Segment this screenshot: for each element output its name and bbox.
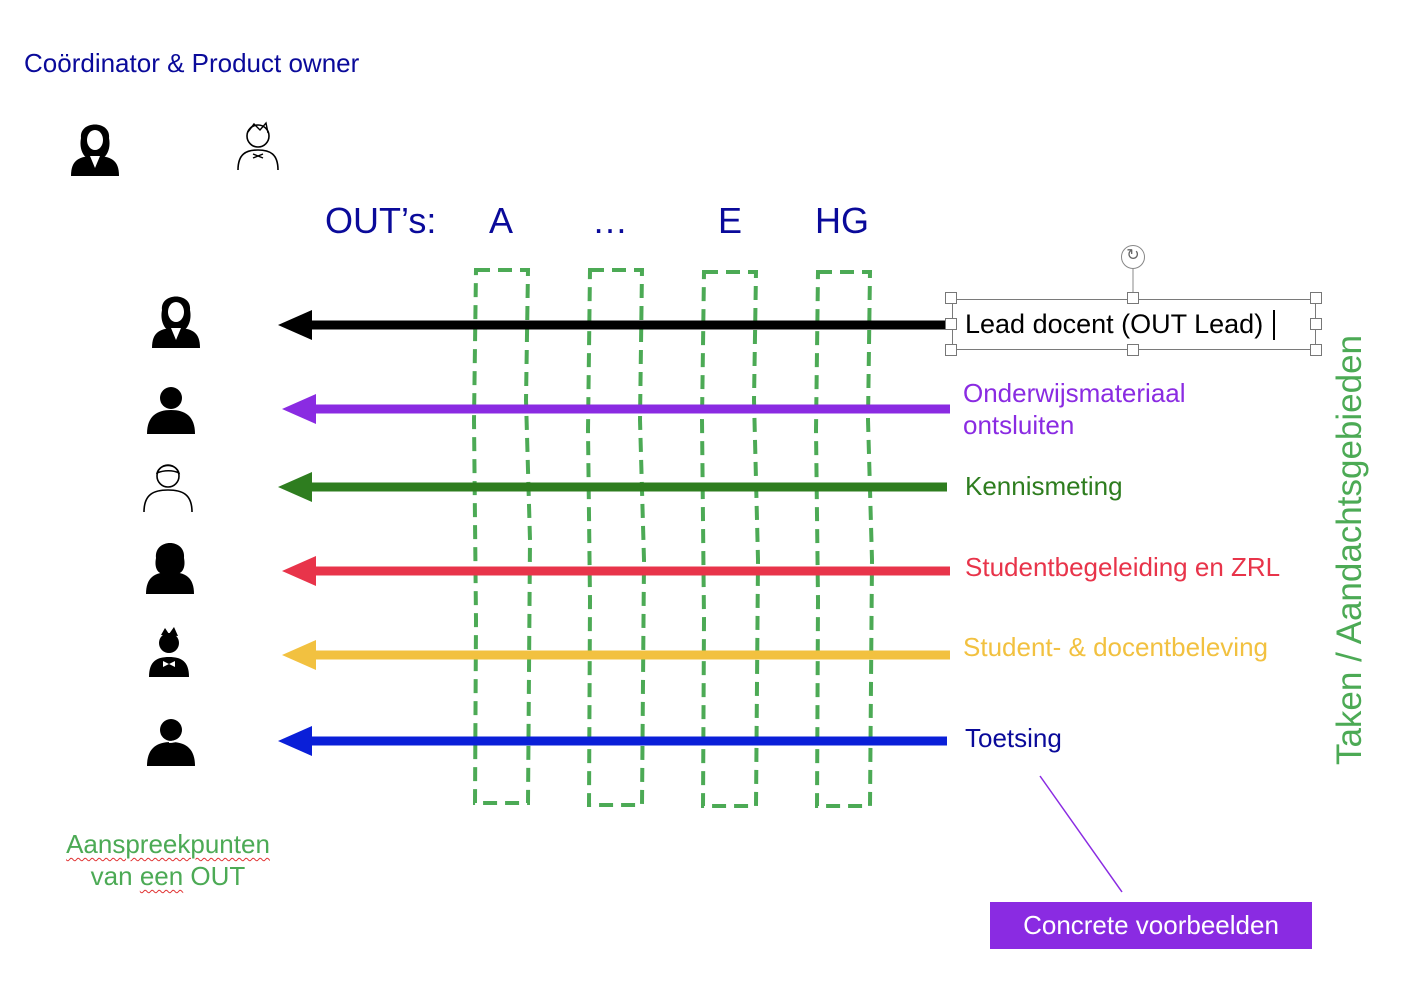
- arrow-kennismeting: [278, 472, 947, 502]
- arrow-lead-docent: [278, 310, 950, 340]
- man-bowtie-icon: [149, 627, 189, 677]
- out-column-hg: [813, 270, 875, 808]
- out-column-label-dots: …: [592, 200, 628, 241]
- callout-connector: [1039, 775, 1123, 893]
- arrow-beleving: [282, 640, 950, 670]
- resize-handle-bottom[interactable]: [1127, 344, 1139, 356]
- arrow-onderwijsmateriaal: [282, 394, 950, 424]
- resize-handle-bl[interactable]: [945, 344, 957, 356]
- man-outline-icon: [237, 121, 279, 171]
- resize-handle-tr[interactable]: [1310, 292, 1322, 304]
- woman-suit-icon: [152, 296, 200, 348]
- concrete-examples-callout[interactable]: Concrete voorbeelden: [990, 902, 1312, 949]
- text-caret: [1273, 310, 1275, 340]
- resize-handle-left[interactable]: [945, 318, 957, 330]
- resize-handle-tl[interactable]: [945, 292, 957, 304]
- resize-handle-br[interactable]: [1310, 344, 1322, 356]
- woman-solid-icon: [146, 543, 194, 594]
- out-column-label-e: E: [718, 200, 743, 241]
- out-column-a: [471, 268, 533, 805]
- side-label-taken: Taken / Aandachtsgebieden: [1330, 334, 1369, 766]
- task-label-studentbegeleiding: Studentbegeleiding en ZRL: [965, 552, 1281, 582]
- task-label-onderwijsmateriaal: Onderwijsmateriaal ontsluiten: [963, 378, 1186, 440]
- coordinator-title: Coördinator & Product owner: [24, 48, 360, 78]
- contacts-line-1: Aanspreekpunten: [66, 829, 270, 859]
- resize-handle-right[interactable]: [1310, 318, 1322, 330]
- task-label-lead-docent[interactable]: Lead docent (OUT Lead): [965, 309, 1264, 339]
- contacts-line-2c: OUT: [183, 861, 246, 891]
- contacts-line-2a: van: [90, 861, 140, 891]
- man-outline-icon: [143, 464, 193, 513]
- out-column-label-a: A: [489, 200, 514, 241]
- task-label-toetsing: Toetsing: [965, 723, 1062, 753]
- out-column-e: [699, 270, 761, 808]
- resize-handle-top[interactable]: [1127, 292, 1139, 304]
- outs-label: OUT’s:: [325, 200, 437, 241]
- task-label-kennismeting: Kennismeting: [965, 471, 1123, 501]
- support-headset-icon: [147, 715, 195, 766]
- woman-suit-icon: [71, 124, 119, 176]
- contacts-line-2b: een: [139, 861, 184, 891]
- task-label-beleving: Student- & docentbeleving: [963, 632, 1268, 662]
- arrow-studentbegeleiding: [282, 556, 950, 586]
- out-column-dots: [585, 268, 647, 807]
- rotate-handle-icon[interactable]: ↻: [1121, 245, 1145, 269]
- arrow-toetsing: [278, 726, 947, 756]
- man-solid-icon: [147, 387, 195, 434]
- out-column-label-hg: HG: [815, 200, 869, 241]
- contacts-label: Aanspreekpunten van een OUT: [66, 828, 270, 892]
